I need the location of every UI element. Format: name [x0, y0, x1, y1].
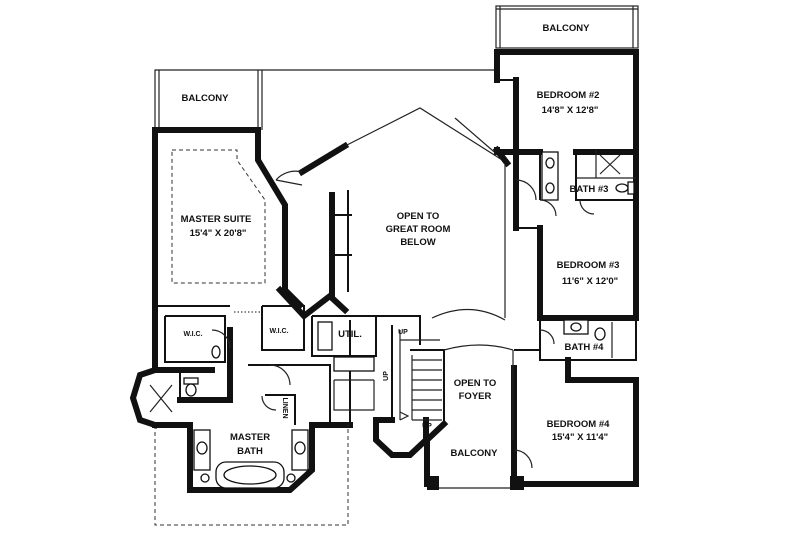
great-room-line2: GREAT ROOM — [386, 224, 451, 235]
balcony-top-right — [495, 5, 639, 49]
master-bath-line2: BATH — [237, 446, 263, 457]
great-room-line1: OPEN TO — [397, 211, 440, 222]
great-room-line3: BELOW — [400, 237, 435, 248]
master-suite-name: MASTER SUITE — [181, 214, 252, 225]
bedroom2-size: 14'8" X 12'8" — [542, 105, 599, 116]
bay-window — [129, 366, 173, 429]
balcony-top-left — [154, 69, 496, 130]
bedroom3-name: BEDROOM #3 — [557, 260, 620, 271]
doors — [211, 170, 595, 469]
stair-up-bottom: UP — [422, 423, 432, 430]
bedroom4-size: 15'4" X 11'4" — [552, 432, 608, 443]
stair — [399, 330, 442, 421]
linen-label: LINEN — [281, 398, 288, 419]
bedroom2-name: BEDROOM #2 — [537, 90, 600, 101]
stair-up-top: UP — [398, 329, 408, 336]
util-label: UTIL. — [338, 329, 362, 340]
master-bath-line1: MASTER — [230, 432, 270, 443]
bath4-label: BATH #4 — [565, 342, 605, 353]
bedroom4-name: BEDROOM #4 — [547, 419, 611, 430]
fixtures — [183, 151, 635, 489]
master-suite-size: 15'4" X 20'8" — [190, 228, 247, 239]
walls — [152, 49, 639, 493]
balcony-top-right-label: BALCONY — [543, 23, 591, 34]
foyer-line2: FOYER — [459, 391, 492, 402]
foyer-line1: OPEN TO — [454, 378, 497, 389]
bath-dashed-area — [154, 425, 349, 526]
stair-up-left: UP — [383, 371, 390, 381]
bedroom3-size: 11'6" X 12'0" — [562, 276, 618, 287]
balcony-bottom-label: BALCONY — [451, 448, 499, 459]
wic-left-label: W.I.C. — [183, 331, 202, 338]
master-tray-ceiling — [171, 149, 266, 284]
bath3-label: BATH #3 — [570, 184, 609, 195]
wic-right-label: W.I.C. — [269, 328, 288, 335]
balcony-top-left-label: BALCONY — [182, 93, 230, 104]
